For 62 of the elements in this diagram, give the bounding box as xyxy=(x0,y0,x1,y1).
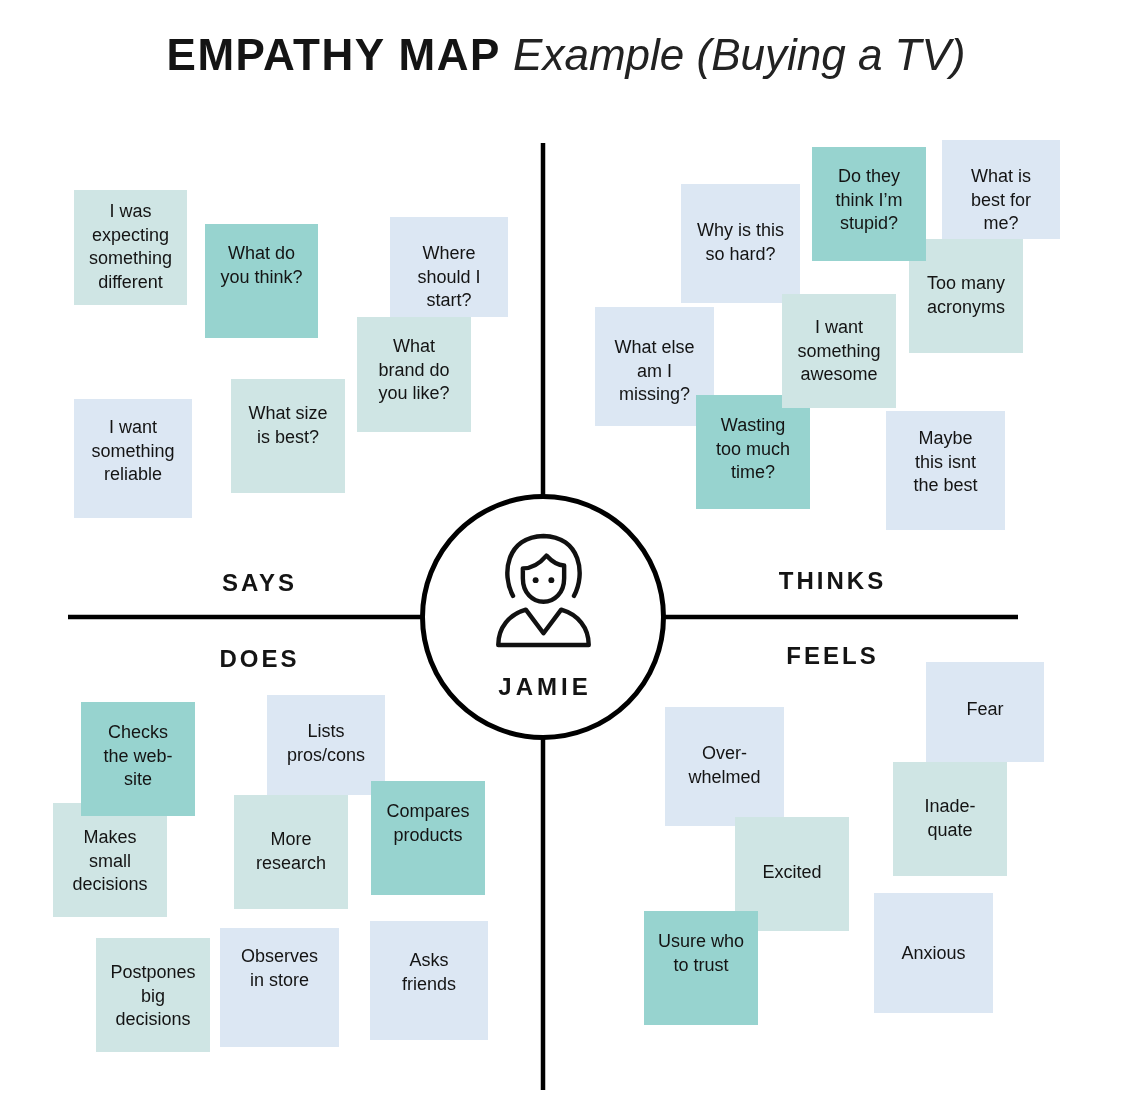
note-text: Lists pros/cons xyxy=(287,720,365,767)
sticky-note xyxy=(874,893,993,1013)
note-text: Wasting too much time? xyxy=(716,414,790,484)
sticky-note xyxy=(220,928,339,1047)
note-text: Fear xyxy=(966,698,1004,721)
note-text: More research xyxy=(256,828,326,875)
quadrant-label: FEELS xyxy=(786,642,879,670)
note-text: Postpones big decisions xyxy=(110,961,196,1031)
quadrant-label: THINKS xyxy=(778,567,887,595)
sticky-note xyxy=(74,399,192,518)
note-text: I want something awesome xyxy=(797,316,881,386)
note-text: Excited xyxy=(762,861,822,884)
note-text: Inade- quate xyxy=(924,795,976,842)
note-text: Usure who to trust xyxy=(658,930,744,977)
title: EMPATHY MAP Example (Buying a TV) xyxy=(166,31,966,79)
note-text: Too many acronyms xyxy=(927,272,1005,319)
sticky-note xyxy=(681,184,800,303)
sticky-note xyxy=(735,817,849,931)
sticky-note xyxy=(370,921,488,1040)
note-text: What size is best? xyxy=(248,402,328,449)
sticky-note xyxy=(81,702,195,816)
sticky-note xyxy=(231,379,345,493)
sticky-note xyxy=(909,239,1023,353)
note-text: Why is this so hard? xyxy=(697,219,784,266)
sticky-note xyxy=(644,911,758,1025)
sticky-note xyxy=(74,190,187,305)
sticky-note xyxy=(665,707,784,826)
note-text: Over- whelmed xyxy=(688,742,761,789)
quadrant-label: SAYS xyxy=(221,569,298,597)
note-text: Observes in store xyxy=(241,945,318,992)
sticky-note xyxy=(893,762,1007,876)
sticky-note xyxy=(812,147,926,261)
persona-name: JAMIE xyxy=(498,673,592,701)
quadrant-label: DOES xyxy=(219,645,300,673)
note-text: I was expecting something different xyxy=(88,200,173,294)
sticky-note xyxy=(357,317,471,432)
sticky-note xyxy=(942,140,1060,239)
sticky-note xyxy=(205,224,318,338)
sticky-note xyxy=(371,781,485,895)
sticky-note xyxy=(782,294,896,408)
sticky-note xyxy=(234,795,348,909)
sticky-note xyxy=(267,695,385,795)
note-text: What else am I missing? xyxy=(614,336,695,406)
note-text: Compares products xyxy=(386,800,470,847)
note-text: What do you think? xyxy=(220,242,303,289)
note-text: Maybe this isnt the best xyxy=(913,427,978,497)
note-text: What brand do you like? xyxy=(378,335,450,405)
note-text: Do they think I’m stupid? xyxy=(835,165,903,235)
note-text: Checks the web- site xyxy=(103,721,173,791)
note-text: What is best for me? xyxy=(971,165,1031,235)
note-text: I want something reliable xyxy=(91,416,175,486)
sticky-note xyxy=(886,411,1005,530)
sticky-note xyxy=(926,662,1044,762)
sticky-note xyxy=(53,803,167,917)
note-text: Anxious xyxy=(901,942,966,965)
note-text: Makes small decisions xyxy=(72,826,148,896)
sticky-note xyxy=(390,217,508,317)
sticky-note xyxy=(595,307,714,426)
note-text: Where should I start? xyxy=(417,242,481,312)
sticky-note xyxy=(696,395,810,509)
sticky-note xyxy=(96,938,210,1052)
note-text: Asks friends xyxy=(402,949,456,996)
